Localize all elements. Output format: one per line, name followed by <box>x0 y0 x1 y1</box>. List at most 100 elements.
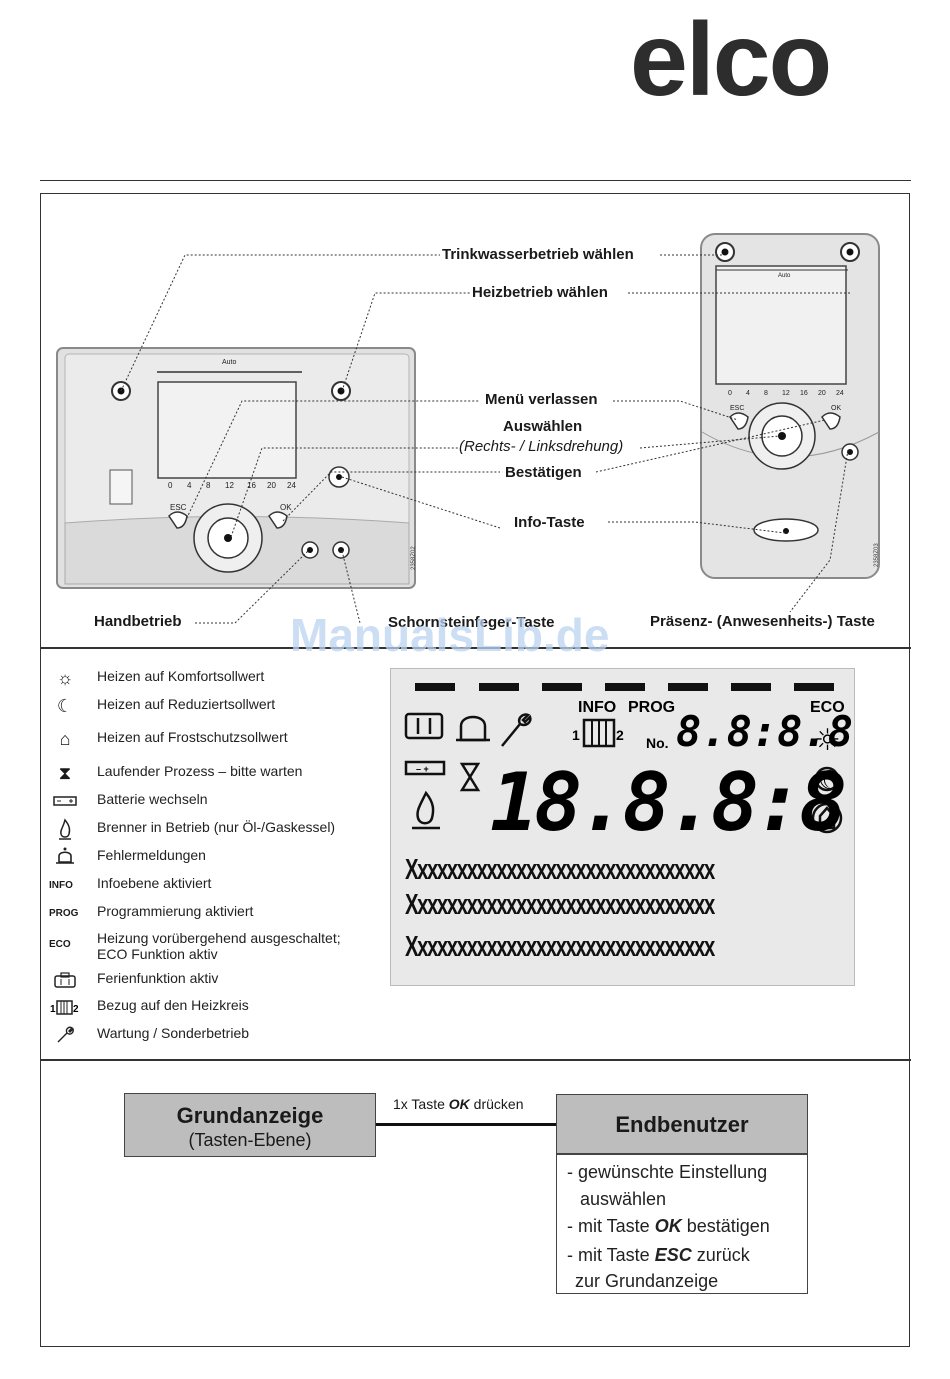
eco-indicator-icon: ECO <box>49 938 71 950</box>
step3-key: OK <box>654 1216 682 1236</box>
scale-right-8: 8 <box>764 390 768 397</box>
scale-20: 20 <box>267 481 276 490</box>
scale-4: 4 <box>187 481 192 490</box>
scale-12: 12 <box>225 481 234 490</box>
scale-right-0: 0 <box>728 390 732 397</box>
left-device-code: 2358Z02 <box>411 546 417 570</box>
lcd-eco: ECO <box>810 699 845 716</box>
flow-connector-label: 1x Taste OK drücken <box>393 1096 523 1112</box>
legend-text: Brenner in Betrieb (nur Öl-/Gaskessel) <box>97 819 336 835</box>
legend-row-fehler: Fehlermeldungen <box>45 845 380 871</box>
lcd-text-row-3: Xxxxxxxxxxxxxxxxxxxxxxxxxxxxxxx <box>405 931 715 963</box>
step3-pre: - mit Taste <box>567 1216 655 1236</box>
scale-right-16: 16 <box>800 390 808 397</box>
step4-key: ESC <box>654 1245 692 1265</box>
connector-text-pre: 1x Taste <box>393 1096 449 1112</box>
legend-row-wartung: Wartung / Sonderbetrieb <box>45 1023 380 1049</box>
endbenutzer-title: Endbenutzer <box>615 1112 749 1137</box>
legend-text-2: ECO Funktion aktiv <box>97 946 218 962</box>
svg-text:1: 1 <box>50 1004 56 1015</box>
grundanzeige-box: Grundanzeige (Tasten-Ebene) <box>124 1093 376 1157</box>
device-auto-label: Auto <box>222 359 237 366</box>
legend-text: Batterie wechseln <box>97 791 208 807</box>
connector-key: OK <box>448 1096 470 1112</box>
step-line-5: zur Grundanzeige <box>575 1271 719 1291</box>
lcd-text-row-1: Xxxxxxxxxxxxxxxxxxxxxxxxxxxxxxx <box>405 854 715 886</box>
callout-menu-verlassen: Menü verlassen <box>485 391 598 408</box>
legend-row-ferien: Ferienfunktion aktiv <box>45 968 380 994</box>
elco-logo: elco <box>630 2 832 118</box>
lcd-circuit-2: 2 <box>616 727 624 743</box>
endbenutzer-box: Endbenutzer <box>556 1094 808 1154</box>
scale-16: 16 <box>247 481 256 490</box>
step-line-1: - gewünschte Einstellung <box>567 1162 768 1182</box>
step-line-3: - mit Taste OK bestätigen <box>567 1216 770 1237</box>
scale-0: 0 <box>168 481 173 490</box>
legend-row-info: INFO Infoebene aktiviert <box>45 873 380 899</box>
legend-text: Heizung vorübergehend ausgeschaltet; <box>97 930 341 946</box>
callout-praesenz: Präsenz- (Anwesenheits-) Taste <box>650 613 875 630</box>
step4-post: zurück <box>691 1245 750 1265</box>
step-line-4: - mit Taste ESC zurück <box>567 1245 750 1266</box>
legend-text: Laufender Prozess – bitte warten <box>97 763 303 779</box>
legend-row-komfort: ☼ Heizen auf Komfortsollwert <box>45 666 380 692</box>
grundanzeige-title: Grundanzeige <box>176 1103 324 1128</box>
suitcase-icon <box>45 968 85 992</box>
right-device-code: 2358Z03 <box>874 543 880 567</box>
callout-info-taste: Info-Taste <box>514 514 585 531</box>
flow-connector <box>376 1123 556 1126</box>
lcd-prog: PROG <box>628 699 675 716</box>
controller-left-illustration: Auto 0 4 8 12 16 20 24 ESC OK 2358Z02 <box>56 347 417 589</box>
lcd-info: INFO <box>578 699 616 716</box>
content-frame <box>40 193 910 1347</box>
moon-icon: ☾ <box>56 695 74 716</box>
callout-schornsteinfeger: Schornsteinfeger-Taste <box>388 614 555 631</box>
step-line-2: auswählen <box>580 1189 667 1209</box>
legend-text: Ferienfunktion aktiv <box>97 970 219 986</box>
endbenutzer-steps: - gewünschte Einstellung auswählen - mit… <box>556 1154 808 1294</box>
lcd-no: No. <box>646 735 669 751</box>
legend-text: Heizen auf Reduziertsollwert <box>97 696 276 712</box>
legend-text: Fehlermeldungen <box>97 847 206 863</box>
wrench-icon <box>45 1023 85 1047</box>
legend-text: Heizen auf Komfortsollwert <box>97 668 265 684</box>
scale-right-12: 12 <box>782 390 790 397</box>
lcd-moon-icon: ☾ <box>818 766 841 796</box>
esc-label-left: ESC <box>170 503 187 512</box>
sun-icon: ☼ <box>56 667 74 688</box>
svg-text:2: 2 <box>73 1004 79 1015</box>
info-indicator-icon: INFO <box>49 879 73 891</box>
section-divider-2 <box>40 1059 911 1061</box>
device-auto-label-right: Auto <box>778 273 791 279</box>
legend-row-batterie: Batterie wechseln <box>45 789 380 815</box>
connector-text-post: drücken <box>469 1096 524 1112</box>
scale-right-24: 24 <box>836 390 844 397</box>
callout-leader-lines <box>120 254 850 624</box>
legend-text: Programmierung aktiviert <box>97 903 254 919</box>
step3-post: bestätigen <box>681 1216 770 1236</box>
legend-row-frost: ⌂ Heizen auf Frostschutzsollwert <box>45 727 380 753</box>
battery-minus: – + <box>416 764 429 774</box>
ok-label-right: OK <box>831 405 841 412</box>
lcd-sun-icon: ☼ <box>814 723 841 758</box>
frost-icon: ⌂ <box>59 728 71 749</box>
lcd-display <box>390 668 855 986</box>
scale-right-20: 20 <box>818 390 826 397</box>
step4-pre: - mit Taste <box>567 1245 655 1265</box>
scale-8: 8 <box>206 481 211 490</box>
header-rule <box>40 180 911 181</box>
lcd-circuit-1: 1 <box>572 727 580 743</box>
lcd-segments: – + INFO PROG ECO No. 8.8:8.8 18.8.8:8.8… <box>404 683 855 849</box>
legend-row-prog: PROG Programmierung aktiviert <box>45 901 380 927</box>
legend-text: Infoebene aktiviert <box>97 875 212 891</box>
callout-auswaehlen: Auswählen <box>503 418 583 435</box>
legend-row-prozess: ⧗ Laufender Prozess – bitte warten <box>45 761 380 787</box>
flame-icon <box>45 817 85 841</box>
lcd-text-row-2: Xxxxxxxxxxxxxxxxxxxxxxxxxxxxxxx <box>405 889 715 921</box>
controller-right-illustration: Auto 0 4 8 12 16 20 24 ESC OK 2358Z03 <box>700 233 880 579</box>
scale-24: 24 <box>287 481 296 490</box>
callout-trinkwasser: Trinkwasserbetrieb wählen <box>442 246 634 263</box>
lcd-big-digits: 18.8.8:8.8 <box>490 756 855 849</box>
